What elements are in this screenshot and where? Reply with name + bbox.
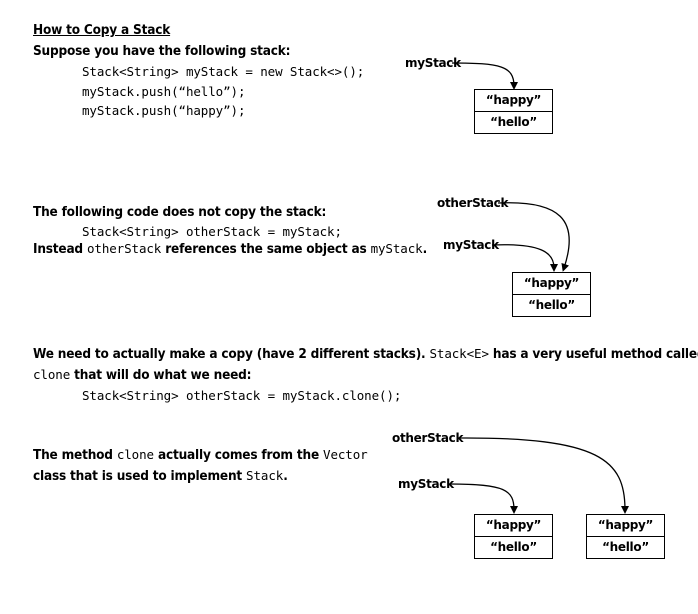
mystack-label: myStack bbox=[443, 238, 499, 252]
stack-box: “happy” “hello” bbox=[586, 514, 665, 559]
code-line: myStack.push(“happy”); bbox=[82, 103, 246, 118]
section3-line1: We need to actually make a copy (have 2 … bbox=[33, 346, 698, 362]
text: that will do what we need: bbox=[70, 367, 252, 383]
arrow bbox=[457, 437, 629, 514]
stack-box: “happy” “hello” bbox=[512, 272, 591, 317]
stack-cell: “happy” bbox=[485, 93, 542, 107]
code-line: Stack<String> myStack = new Stack<>(); bbox=[82, 64, 365, 79]
section2-line2: Instead otherStack references the same o… bbox=[33, 241, 427, 257]
stack-box: “happy” “hello” bbox=[474, 89, 553, 134]
arrow bbox=[491, 244, 558, 272]
stack-cell: “happy” bbox=[597, 518, 654, 532]
stack-box: “happy” “hello” bbox=[474, 514, 553, 559]
text: We need to actually make a copy (have 2 … bbox=[33, 346, 430, 362]
inline-code: Stack<E> bbox=[429, 346, 489, 361]
text: class that is used to implement bbox=[33, 468, 247, 484]
text: has a very useful method called bbox=[488, 346, 698, 362]
stack-cell: “hello” bbox=[475, 536, 552, 558]
text: . bbox=[422, 241, 428, 257]
otherstack-label: otherStack bbox=[437, 196, 509, 210]
section2-line1: The following code does not copy the sta… bbox=[33, 204, 326, 220]
arrow bbox=[497, 202, 570, 272]
mystack-label: myStack bbox=[398, 477, 454, 491]
section3-line2: clone that will do what we need: bbox=[33, 367, 251, 383]
section1-intro: Suppose you have the following stack: bbox=[33, 43, 291, 59]
inline-code: clone bbox=[116, 447, 154, 462]
inline-code: clone bbox=[33, 367, 71, 382]
stack-cell: “hello” bbox=[475, 111, 552, 133]
inline-code: Stack bbox=[246, 468, 284, 483]
arrow bbox=[449, 483, 518, 514]
code-line: Stack<String> otherStack = myStack; bbox=[82, 224, 342, 239]
stack-cell: “happy” bbox=[485, 518, 542, 532]
inline-code: Vector bbox=[323, 447, 368, 462]
section4-line1: The method clone actually comes from the… bbox=[33, 447, 368, 463]
text: Instead bbox=[33, 241, 87, 257]
stack-cell: “hello” bbox=[513, 294, 590, 316]
inline-code: otherStack bbox=[86, 241, 162, 256]
emphasis: does not bbox=[162, 204, 221, 220]
otherstack-label: otherStack bbox=[392, 431, 464, 445]
stack-cell: “hello” bbox=[587, 536, 664, 558]
code-line: myStack.push(“hello”); bbox=[82, 84, 246, 99]
text: . bbox=[283, 468, 288, 484]
arrow bbox=[451, 62, 518, 90]
section4-line2: class that is used to implement Stack. bbox=[33, 468, 288, 484]
inline-code: myStack bbox=[370, 241, 423, 256]
text: references the same object as bbox=[161, 241, 371, 257]
code-line: Stack<String> otherStack = myStack.clone… bbox=[82, 388, 402, 403]
mystack-label: myStack bbox=[405, 56, 461, 70]
text: The following code bbox=[33, 204, 163, 220]
page-title: How to Copy a Stack bbox=[33, 22, 171, 38]
text: actually comes from the bbox=[153, 447, 324, 463]
text: The method bbox=[33, 447, 117, 463]
stack-cell: “happy” bbox=[523, 276, 580, 290]
text: copy the stack: bbox=[220, 204, 327, 220]
